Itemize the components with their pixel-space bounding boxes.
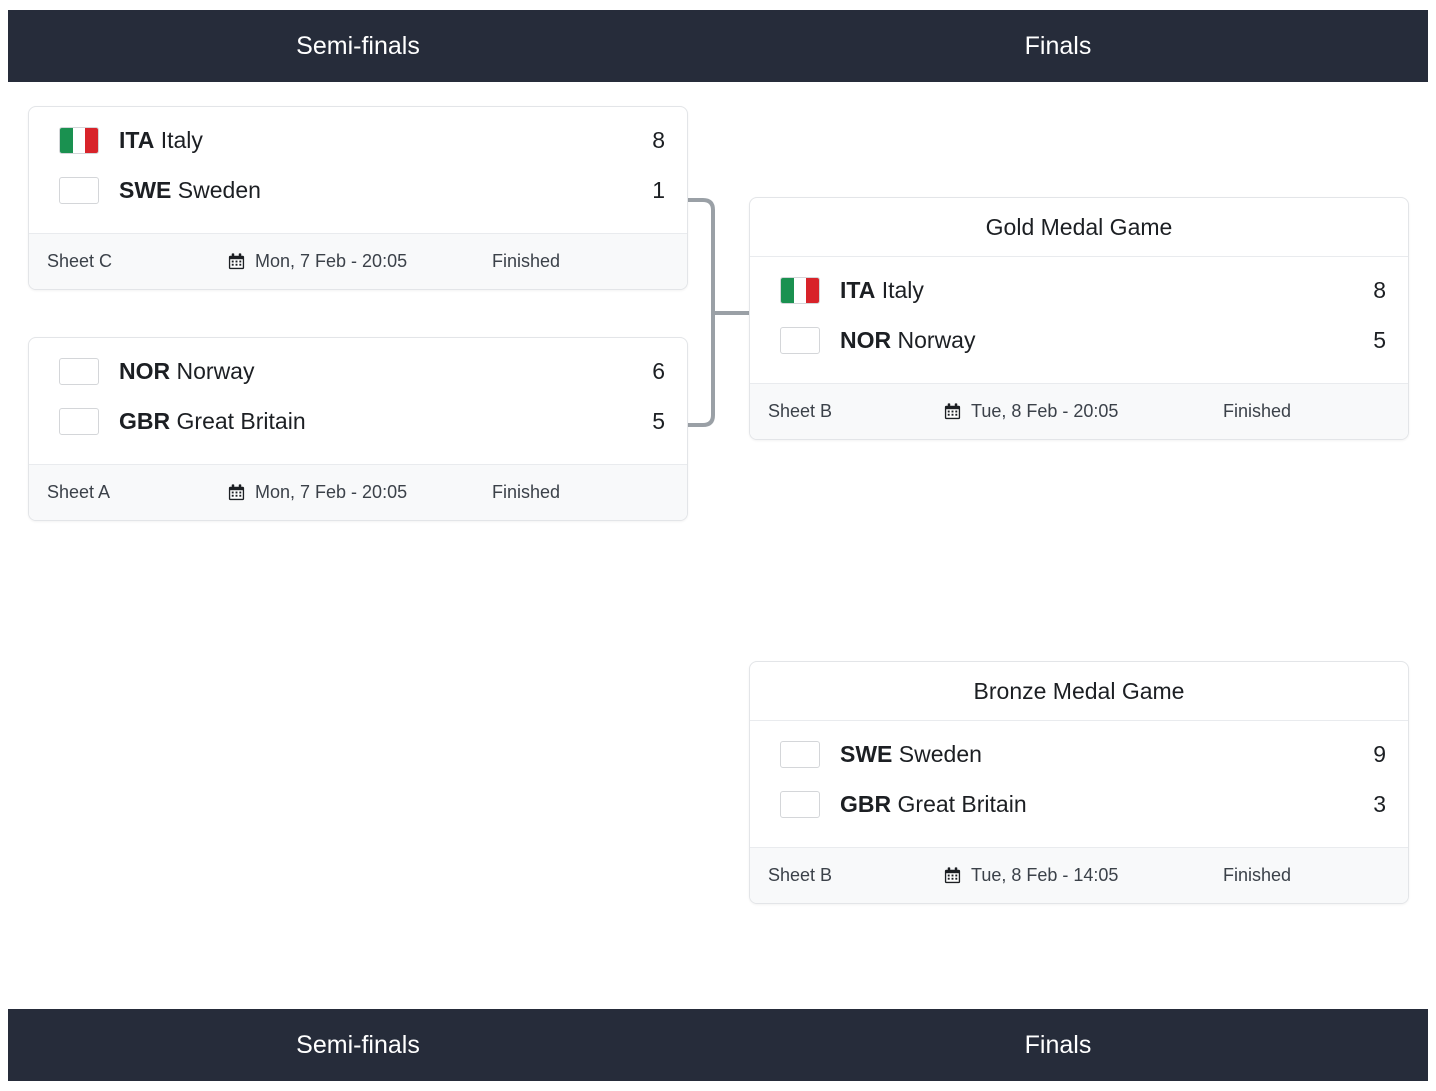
team-code: GBR	[119, 407, 171, 434]
datetime-text: Tue, 8 Feb - 20:05	[971, 401, 1119, 421]
team-row[interactable]: NOR Norway 6	[29, 346, 687, 396]
round-header-finals-top: Finals	[1024, 31, 1092, 60]
team-name: Great Britain	[897, 790, 1027, 817]
flag-icon-great-britain	[59, 407, 99, 435]
team-label: GBR Great Britain	[840, 791, 1370, 818]
round-header-bar-top: Semi-finals Finals	[8, 10, 1428, 82]
match-footer: Sheet B Tue, 8 Feb - 20:05 Finished	[750, 383, 1408, 439]
team-label: GBR Great Britain	[119, 408, 649, 435]
team-name: Norway	[897, 326, 976, 353]
sheet-label: Sheet C	[47, 251, 113, 271]
team-code: ITA	[119, 126, 155, 153]
sheet-label: Sheet A	[47, 482, 111, 502]
team-name: Sweden	[177, 176, 261, 203]
team-score: 5	[1373, 326, 1386, 353]
team-list: SWE Sweden 9 GBR Great Britain 3	[750, 721, 1408, 847]
team-code: GBR	[840, 790, 892, 817]
team-row[interactable]: NOR Norway 5	[750, 315, 1408, 365]
team-score: 9	[1373, 740, 1386, 767]
team-label: NOR Norway	[840, 327, 1370, 354]
datetime-text: Mon, 7 Feb - 20:05	[255, 482, 408, 502]
match-datetime: Tue, 8 Feb - 20:05	[943, 401, 1223, 422]
team-name: Sweden	[898, 740, 982, 767]
sheet-label: Sheet B	[768, 865, 833, 885]
team-score: 8	[1373, 276, 1386, 303]
match-footer: Sheet C Mon, 7 Feb - 20:05 Finished	[29, 233, 687, 289]
match-card-bronze-medal-game[interactable]: Bronze Medal Game SWE Sweden 9	[749, 661, 1409, 904]
team-label: ITA Italy	[840, 277, 1370, 304]
team-row[interactable]: GBR Great Britain 5	[29, 396, 687, 446]
team-score: 1	[652, 176, 665, 203]
match-footer: Sheet A Mon, 7 Feb - 20:05 Finished	[29, 464, 687, 520]
team-code: SWE	[840, 740, 893, 767]
team-label: SWE Sweden	[840, 741, 1370, 768]
team-row[interactable]: ITA Italy 8	[29, 115, 687, 165]
match-card-gold-medal-game[interactable]: Gold Medal Game ITA Italy 8 NOR Norway 5…	[749, 197, 1409, 440]
team-row[interactable]: SWE Sweden 9	[750, 729, 1408, 779]
match-card-semifinal-1[interactable]: ITA Italy 8 SWE Sweden 1 Sheet C	[28, 106, 688, 290]
team-code: ITA	[840, 276, 876, 303]
match-status: Finished	[1223, 401, 1292, 421]
team-row[interactable]: SWE Sweden 1	[29, 165, 687, 215]
match-datetime: Mon, 7 Feb - 20:05	[227, 482, 492, 503]
round-header-finals-bottom: Finals	[1024, 1030, 1092, 1059]
flag-icon-sweden	[780, 740, 820, 768]
team-code: NOR	[840, 326, 892, 353]
team-score: 3	[1373, 790, 1386, 817]
team-score: 5	[652, 407, 665, 434]
match-status: Finished	[492, 482, 561, 502]
team-list: ITA Italy 8 SWE Sweden 1	[29, 107, 687, 233]
round-header-bar-bottom: Semi-finals Finals	[8, 1009, 1428, 1081]
match-datetime: Tue, 8 Feb - 14:05	[943, 865, 1223, 886]
match-title: Bronze Medal Game	[750, 662, 1408, 721]
team-list: ITA Italy 8 NOR Norway 5	[750, 257, 1408, 383]
flag-icon-sweden	[59, 176, 99, 204]
calendar-icon	[228, 253, 245, 270]
team-name: Italy	[881, 276, 924, 303]
team-name: Italy	[160, 126, 203, 153]
team-label: NOR Norway	[119, 358, 649, 385]
sheet-label: Sheet B	[768, 401, 833, 421]
datetime-text: Tue, 8 Feb - 14:05	[971, 865, 1119, 885]
flag-icon-norway	[59, 357, 99, 385]
flag-icon-italy	[59, 126, 99, 154]
round-header-semifinals-bottom: Semi-finals	[296, 1030, 420, 1059]
calendar-icon	[944, 403, 961, 420]
team-code: NOR	[119, 357, 171, 384]
team-name: Great Britain	[176, 407, 306, 434]
match-datetime: Mon, 7 Feb - 20:05	[227, 251, 492, 272]
calendar-icon	[228, 484, 245, 501]
flag-icon-italy	[780, 276, 820, 304]
team-name: Norway	[176, 357, 255, 384]
calendar-icon	[944, 867, 961, 884]
match-card-semifinal-2[interactable]: NOR Norway 6 GBR Great Britain 5 Sheet A	[28, 337, 688, 521]
match-title: Gold Medal Game	[750, 198, 1408, 257]
team-row[interactable]: GBR Great Britain 3	[750, 779, 1408, 829]
team-code: SWE	[119, 176, 172, 203]
match-status: Finished	[492, 251, 561, 271]
datetime-text: Mon, 7 Feb - 20:05	[255, 251, 408, 271]
team-score: 8	[652, 126, 665, 153]
flag-icon-great-britain	[780, 790, 820, 818]
match-footer: Sheet B Tue, 8 Feb - 14:05 Finished	[750, 847, 1408, 903]
team-list: NOR Norway 6 GBR Great Britain 5	[29, 338, 687, 464]
team-label: ITA Italy	[119, 127, 649, 154]
round-header-semifinals-top: Semi-finals	[296, 31, 420, 60]
team-score: 6	[652, 357, 665, 384]
match-status: Finished	[1223, 865, 1292, 885]
team-row[interactable]: ITA Italy 8	[750, 265, 1408, 315]
flag-icon-norway	[780, 326, 820, 354]
team-label: SWE Sweden	[119, 177, 649, 204]
